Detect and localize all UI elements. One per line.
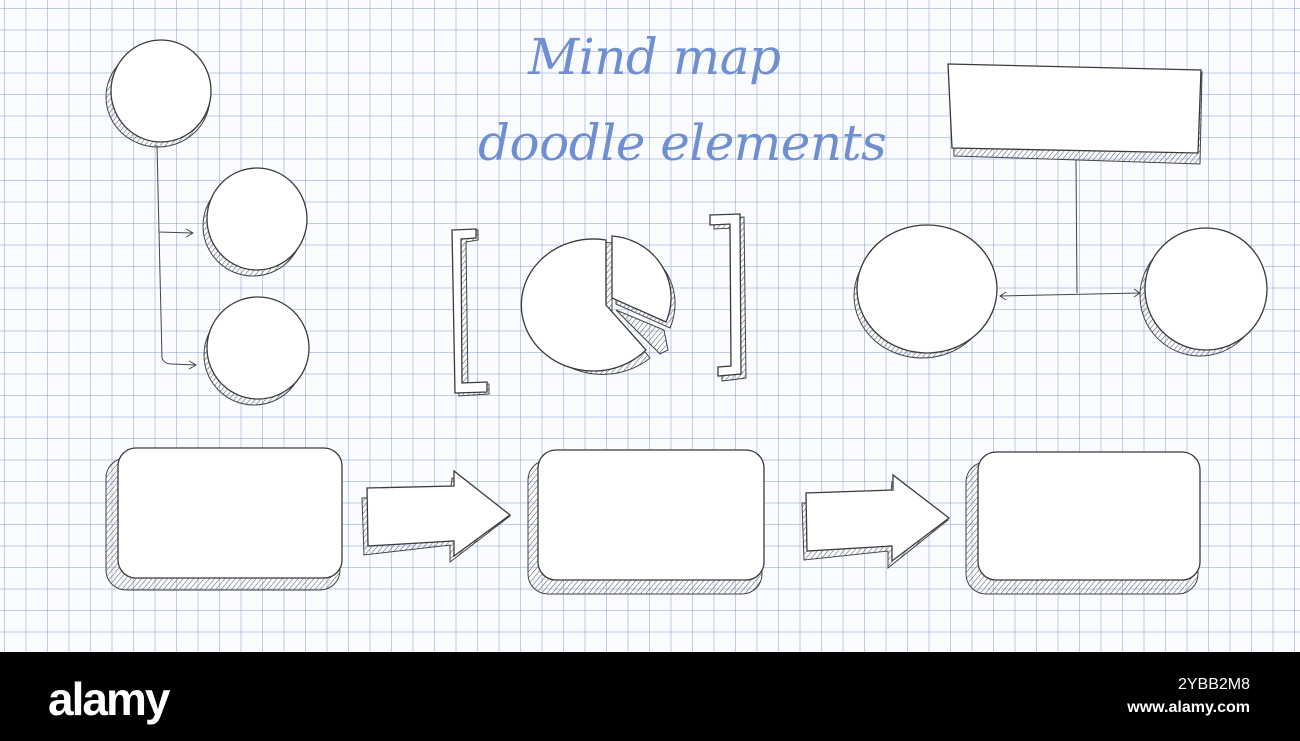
- flow-box-2: [527, 449, 765, 595]
- right-bracket: [709, 213, 747, 382]
- image-id-label: 2YBB2M8: [1177, 676, 1250, 693]
- connector-tree-left: [156, 144, 198, 370]
- flow-arrow-2: [801, 473, 951, 570]
- connector-tree-right: [999, 159, 1141, 301]
- circle-node-top-left: [105, 39, 212, 148]
- site-url-label: www.alamy.com: [1127, 699, 1250, 716]
- flow-box-3: [965, 451, 1201, 595]
- circle-node-middle-left: [202, 167, 308, 277]
- circle-node-right-1: [853, 224, 998, 359]
- watermark-footer: alamy 2YBB2M8 www.alamy.com: [0, 652, 1300, 741]
- title-line-1: Mind map: [528, 28, 781, 86]
- brand-logo: alamy: [48, 673, 170, 725]
- title-line-2: doodle elements: [478, 114, 887, 172]
- flow-arrow-1: [361, 469, 512, 564]
- left-bracket: [451, 228, 490, 397]
- doodle-canvas: [105, 39, 1268, 595]
- pie-chart-doodle: [520, 235, 676, 375]
- banner-node-top-right: [947, 63, 1203, 165]
- flow-box-1: [105, 447, 343, 591]
- circle-node-right-2: [1139, 227, 1268, 357]
- circle-node-bottom-left: [203, 296, 310, 406]
